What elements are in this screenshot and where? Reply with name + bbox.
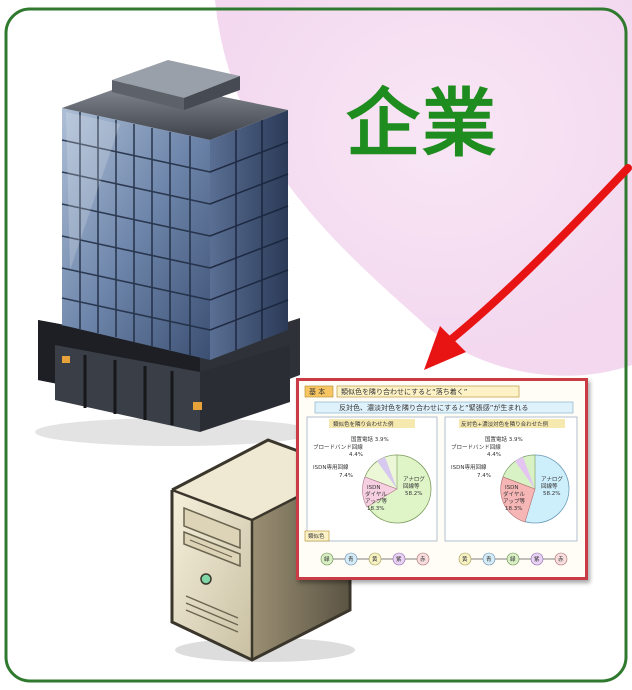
left-label-d-value: 18.3%: [367, 506, 384, 512]
right-pie-chart: [500, 454, 570, 524]
chain-right-2: 緑: [510, 555, 516, 563]
left-label-b: ブロードバンド回線: [313, 443, 363, 451]
right-label-e2: 回線等: [541, 482, 558, 490]
right-label-c: ISDN専用回線: [451, 463, 487, 471]
chain-right-0: 黄: [462, 555, 468, 563]
right-label-c-value: 7.4%: [477, 473, 491, 479]
right-color-chain: 黄 青 緑 紫 赤: [458, 552, 568, 566]
left-label-d3: アップ等: [365, 497, 388, 505]
red-arrow-icon: [424, 164, 632, 370]
legend-tag: 類似色: [308, 532, 325, 540]
frame-border: [4, 7, 628, 683]
left-label-e-value: 58.2%: [405, 491, 422, 497]
right-label-d: ISDN: [505, 485, 518, 491]
right-label-e-value: 58.2%: [543, 491, 560, 497]
pink-background-shape: [215, 0, 632, 376]
heading-tag-box: [304, 385, 334, 398]
doc-heading: 類似色を隣り合わせにすると“落ち着く”: [341, 387, 467, 396]
document-thumbnail: 基 本 類似色を隣り合わせにすると“落ち着く” 反対色、濃淡対色を隣り合わせにす…: [296, 378, 588, 580]
right-label-a: 国置電話 3.9%: [485, 435, 523, 443]
right-label-b-value: 4.4%: [487, 452, 501, 458]
left-panel-title: 類似色を隣り合わせた例: [333, 420, 394, 428]
left-label-e: アナログ: [403, 475, 425, 483]
chain-left-4: 赤: [420, 555, 426, 563]
doc-subheading: 反対色、濃淡対色を隣り合わせにすると“緊張感”が生まれる: [339, 403, 528, 412]
right-label-b: ブロードバンド回線: [451, 443, 501, 451]
left-label-a: 国置電話 3.9%: [351, 435, 389, 443]
document-content: 基 本 類似色を隣り合わせにすると“落ち着く” 反対色、濃淡対色を隣り合わせにす…: [299, 381, 585, 577]
chain-left-1: 青: [348, 555, 354, 563]
page-title: 企業: [346, 81, 498, 167]
right-label-d-value: 18.3%: [505, 506, 522, 512]
left-label-d2: ダイヤル: [365, 490, 387, 498]
left-label-b-value: 4.4%: [349, 452, 363, 458]
left-pie-chart: [362, 454, 432, 524]
chain-left-2: 黄: [372, 555, 378, 563]
right-label-e: アナログ: [541, 475, 563, 483]
left-color-chain: 緑 青 黄 紫 赤: [320, 552, 430, 566]
chain-right-3: 紫: [534, 556, 540, 563]
left-label-d: ISDN: [367, 485, 380, 491]
left-label-c: ISDN専用回線: [313, 463, 349, 471]
left-label-c-value: 7.4%: [339, 473, 353, 479]
left-label-e2: 回線等: [403, 482, 420, 490]
right-label-d3: アップ等: [503, 497, 526, 505]
chain-left-0: 緑: [324, 555, 330, 563]
heading-tag: 基 本: [309, 387, 325, 396]
right-panel-title: 反対色+濃淡対色を隣り合わせた例: [461, 420, 549, 428]
office-building-icon: [35, 60, 315, 446]
chain-right-4: 赤: [558, 555, 564, 563]
chain-left-3: 紫: [396, 556, 402, 563]
right-label-d2: ダイヤル: [503, 490, 525, 498]
computer-tower-icon: [170, 438, 355, 662]
chain-right-1: 青: [486, 555, 492, 563]
